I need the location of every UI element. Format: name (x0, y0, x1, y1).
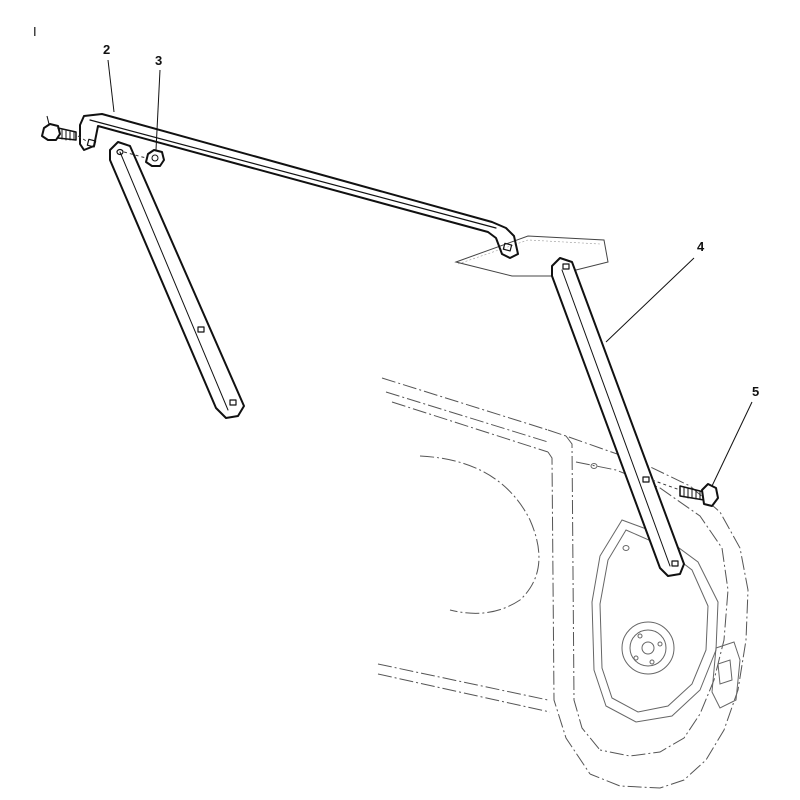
callout-label-3: 3 (155, 53, 162, 68)
carriage-bolt-left (41, 115, 89, 143)
mounting-tab (454, 235, 609, 277)
callout-2: 2 (103, 42, 115, 113)
machine-housing-outline (377, 377, 749, 789)
figure-number: I (33, 24, 37, 39)
callout-label-4: 4 (697, 239, 705, 254)
callout-label-2: 2 (103, 42, 110, 57)
left-strut (109, 141, 245, 419)
callout-3: 3 (155, 53, 162, 151)
handle-bar-part-2 (79, 113, 519, 259)
strut-part-4 (551, 257, 685, 577)
carriage-bolt-part-5 (651, 479, 719, 507)
callout-5: 5 (711, 384, 759, 487)
nut-part-3 (123, 149, 165, 167)
callout-label-5: 5 (752, 384, 759, 399)
callout-4: 4 (605, 239, 705, 343)
